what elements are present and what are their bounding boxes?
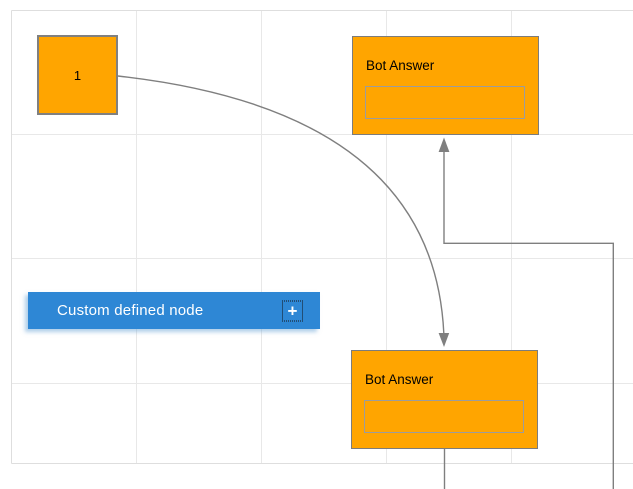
node-bot-answer-top[interactable]: Bot Answer	[352, 36, 539, 135]
connector-elbow[interactable]	[438, 137, 614, 489]
node-custom-defined[interactable]: Custom defined node +	[28, 292, 320, 329]
start-node-label: 1	[73, 67, 82, 83]
bot-answer-title: Bot Answer	[366, 58, 435, 73]
node-start[interactable]: 1	[37, 35, 118, 115]
page-border	[11, 10, 633, 464]
connector-curve[interactable]	[117, 75, 450, 347]
plus-icon[interactable]: +	[282, 300, 303, 321]
bot-answer-input[interactable]	[365, 86, 525, 119]
bot-answer-input[interactable]	[364, 400, 524, 433]
node-bot-answer-bottom[interactable]: Bot Answer	[351, 350, 538, 449]
bot-answer-title: Bot Answer	[365, 372, 434, 387]
arrowhead-up-icon	[438, 137, 450, 152]
arrowhead-down-icon	[438, 333, 450, 347]
custom-node-label: Custom defined node	[57, 302, 204, 319]
